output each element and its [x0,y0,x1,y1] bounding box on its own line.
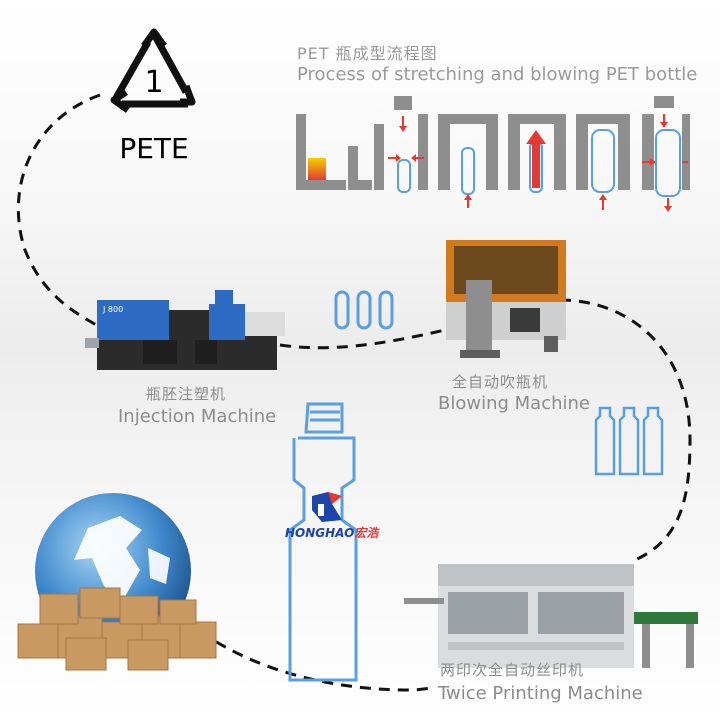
printing-caption-en: Twice Printing Machine [438,683,643,704]
blowing-machine [446,240,566,358]
injection-panel-text: J 800 [102,305,123,314]
logo-text: HONGHAO [285,526,355,540]
process-arrows [388,114,688,212]
heated-preform [308,158,326,180]
printing-caption-cn: 两印次全自动丝印机 [440,661,585,679]
logo-wordmark: HONGHAO宏浩 [285,524,378,541]
stretch-rod [532,142,540,188]
recycle-arrows-icon [110,28,196,113]
recycle-number: 1 [144,65,163,100]
logo-cn: 宏浩 [354,526,379,540]
process-title-en: Process of stretching and blowing PET bo… [297,64,698,85]
process-strip [296,96,690,212]
injection-machine: J 800 [85,290,285,370]
blowing-caption-cn: 全自动吹瓶机 [452,373,549,391]
honghao-logo-icon [312,492,342,522]
injection-caption-en: Injection Machine [118,406,277,427]
central-bottle [288,402,358,682]
printing-machine [404,564,698,668]
process-title-cn: PET 瓶成型流程图 [297,44,438,63]
blowing-caption-en: Blowing Machine [438,393,590,414]
blown-bottles [594,406,664,476]
recycle-symbol: 1 PETE [110,28,196,165]
recycle-label: PETE [119,132,188,165]
cardboard-boxes [17,587,217,671]
preforms-group [334,290,394,330]
injection-caption-cn: 瓶胚注塑机 [146,385,227,403]
